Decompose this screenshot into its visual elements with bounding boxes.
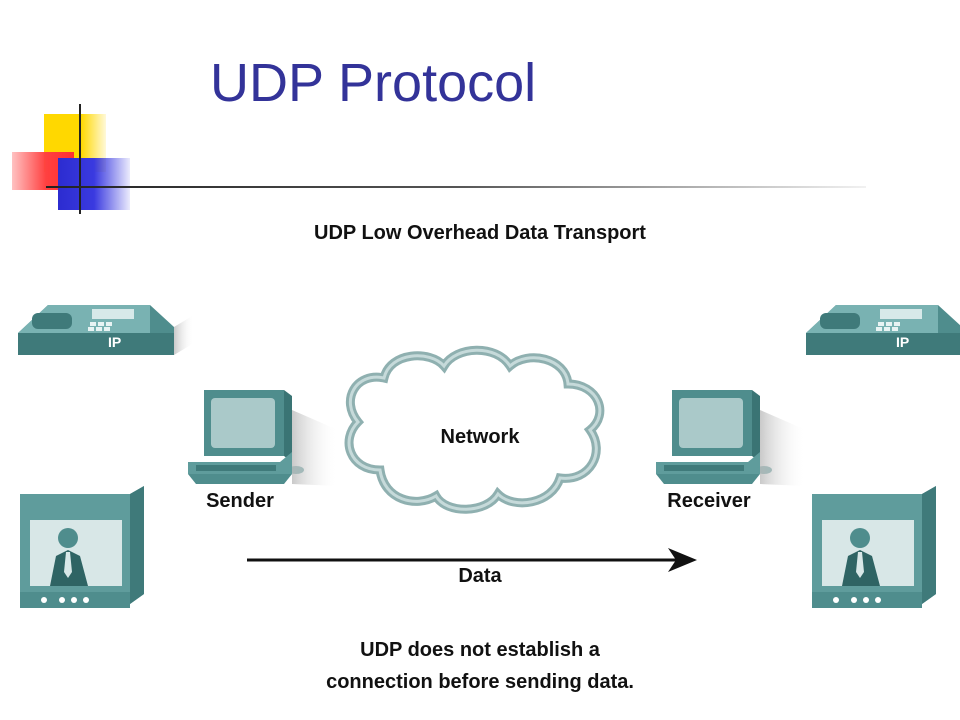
video-monitor-icon-right (812, 486, 936, 608)
network-label: Network (440, 426, 520, 448)
slide-title: UDP Protocol (210, 53, 537, 113)
sender-label: Sender (206, 490, 274, 512)
phone-badge-left: IP (108, 334, 121, 350)
caption-line-1: UDP does not establish a (360, 639, 600, 661)
receiver-computer-icon (656, 390, 806, 486)
ip-phone-icon-right: IP (806, 305, 960, 355)
phone-badge-right: IP (896, 334, 909, 350)
decor-blue-square (58, 158, 130, 210)
decor-vertical-line (79, 104, 81, 214)
title-underline (46, 186, 866, 188)
video-monitor-icon-left (20, 486, 144, 608)
caption-line-2: connection before sending data. (326, 671, 634, 693)
ip-phone-icon-left: IP (18, 305, 194, 355)
diagram-title: UDP Low Overhead Data Transport (314, 222, 646, 244)
network-cloud-icon (344, 345, 605, 514)
data-arrow-icon (247, 548, 697, 572)
receiver-label: Receiver (667, 490, 751, 512)
diagram-caption: UDP does not establish a connection befo… (0, 634, 960, 698)
data-label: Data (458, 565, 502, 587)
sender-computer-icon (188, 390, 338, 486)
